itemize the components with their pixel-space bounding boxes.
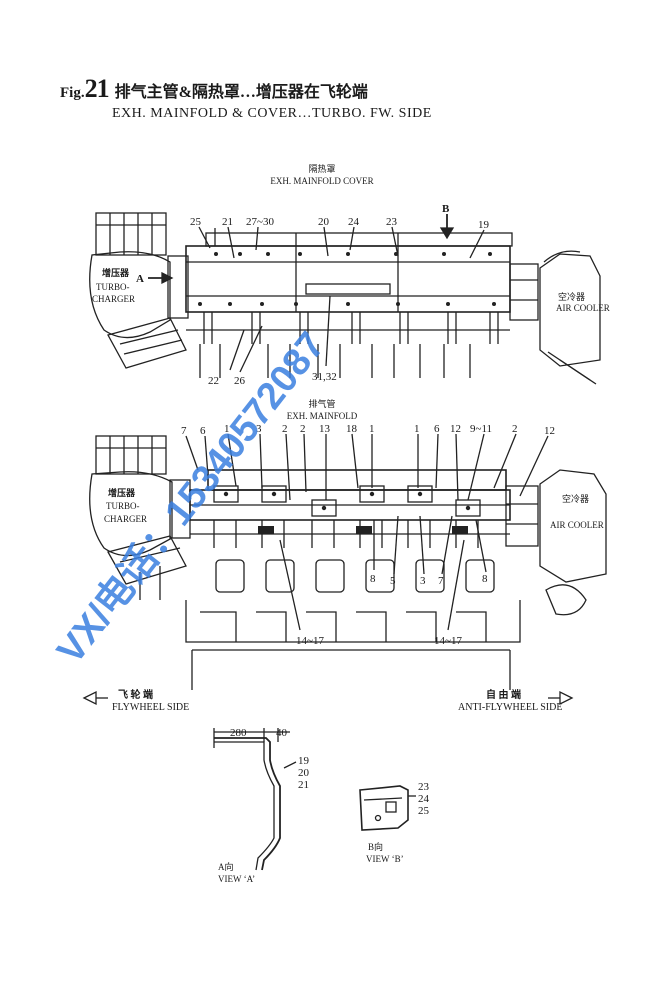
callout: 23 [386, 216, 398, 228]
air-cooler-bottom [539, 469, 607, 583]
view-b-part: 23 [418, 781, 430, 793]
bottom-cooler-cn: 空冷器 [562, 493, 589, 504]
view-a-dim-280: 280 [230, 727, 247, 739]
air-cooler-top [539, 253, 601, 367]
arrow-a-label: A [136, 273, 144, 285]
bottom-view-title-en: EXH. MAINFOLD [287, 411, 358, 421]
callout: 13 [319, 423, 331, 435]
callout: 2 [512, 423, 518, 435]
callout: 27~30 [246, 216, 274, 228]
view-a-label-en: VIEW ‘A’ [218, 874, 255, 884]
view-b-label-cn: B向 [368, 841, 383, 852]
callout: 20 [318, 216, 330, 228]
top-callouts: 25 21 27~30 20 24 23 19 22 26 31,32 [190, 216, 490, 387]
view-b-part: 25 [418, 805, 430, 817]
callout: 8 [482, 573, 488, 585]
callout: 14~17 [434, 635, 462, 647]
top-view [89, 212, 601, 385]
callout: 2 [282, 423, 288, 435]
callout: 26 [234, 375, 246, 387]
top-cooler-cn: 空冷器 [558, 291, 585, 302]
anti-flywheel-side-cn: 自 由 端 [486, 688, 521, 701]
view-b-label-en: VIEW ‘B’ [366, 854, 404, 864]
bottom-turbo-en-2: CHARGER [104, 514, 147, 524]
callout: 3 [420, 575, 426, 587]
callout: 24 [348, 216, 360, 228]
arrow-b-label: B [442, 203, 450, 215]
view-a-detail [213, 728, 297, 871]
side-arrows [82, 690, 574, 706]
view-a-part: 21 [298, 779, 309, 791]
callout: 18 [346, 423, 358, 435]
view-b-detail [359, 785, 416, 831]
bottom-turbo-en-1: TURBO- [106, 501, 140, 511]
figure-prefix: Fig. [60, 85, 85, 101]
callout: 5 [390, 575, 396, 587]
top-cooler-en: AIR COOLER [556, 303, 610, 313]
callout: 8 [370, 573, 376, 585]
turbo-casing-bottom [89, 471, 173, 557]
turbo-housing-bottom [95, 435, 167, 475]
callout: 9~11 [470, 423, 492, 435]
bottom-callouts-top: 7 6 1 3 2 2 13 18 1 1 6 12 9~11 2 12 [181, 423, 555, 437]
callout: 14~17 [296, 635, 324, 647]
bottom-callouts-lower: 8 5 3 7 8 14~17 14~17 [296, 573, 488, 647]
callout: 2 [300, 423, 306, 435]
callout: 22 [208, 375, 219, 387]
flywheel-side-cn: 飞 轮 端 [118, 688, 153, 701]
callout: 12 [544, 425, 555, 437]
figure-number: 21 [84, 74, 110, 103]
callout: 25 [190, 216, 202, 228]
figure-title-cn: 排气主管&隔热罩…增压器在飞轮端 [114, 84, 368, 101]
top-turbo-en-2: CHARGER [92, 294, 135, 304]
callout: 7 [438, 575, 444, 587]
view-a-part: 20 [298, 767, 310, 779]
view-a-part: 19 [298, 755, 310, 767]
anti-flywheel-side-en: ANTI-FLYWHEEL SIDE [458, 702, 562, 713]
bottom-turbo-cn: 增压器 [108, 487, 136, 498]
turbo-housing-top [95, 212, 167, 256]
callout: 21 [222, 216, 233, 228]
callout: 1 [369, 423, 375, 435]
callout: 6 [434, 423, 440, 435]
view-a-dim-40: 40 [276, 727, 288, 739]
top-view-title-cn: 隔热罩 [308, 163, 335, 174]
callout: 19 [478, 219, 490, 231]
top-turbo-cn: 增压器 [102, 267, 130, 278]
callout: 7 [181, 425, 187, 437]
view-a-label-cn: A向 [218, 861, 234, 872]
callout: 1 [414, 423, 420, 435]
callout: 1 [224, 423, 230, 435]
figure-title-en: EXH. MAINFOLD & COVER…TURBO. FW. SIDE [112, 106, 432, 121]
flywheel-side-en: FLYWHEEL SIDE [112, 702, 189, 713]
bottom-view [89, 433, 607, 690]
bottom-cooler-en: AIR COOLER [550, 520, 604, 530]
callout: 12 [450, 423, 461, 435]
top-turbo-en-1: TURBO- [96, 282, 130, 292]
callout: 31,32 [312, 371, 337, 383]
callout: 3 [256, 423, 262, 435]
bottom-view-title-cn: 排气管 [308, 398, 335, 409]
top-view-title-en: EXH. MAINFOLD COVER [270, 176, 373, 186]
callout: 6 [200, 425, 206, 437]
turbo-casing-top [89, 251, 171, 339]
view-b-part: 24 [418, 793, 430, 805]
